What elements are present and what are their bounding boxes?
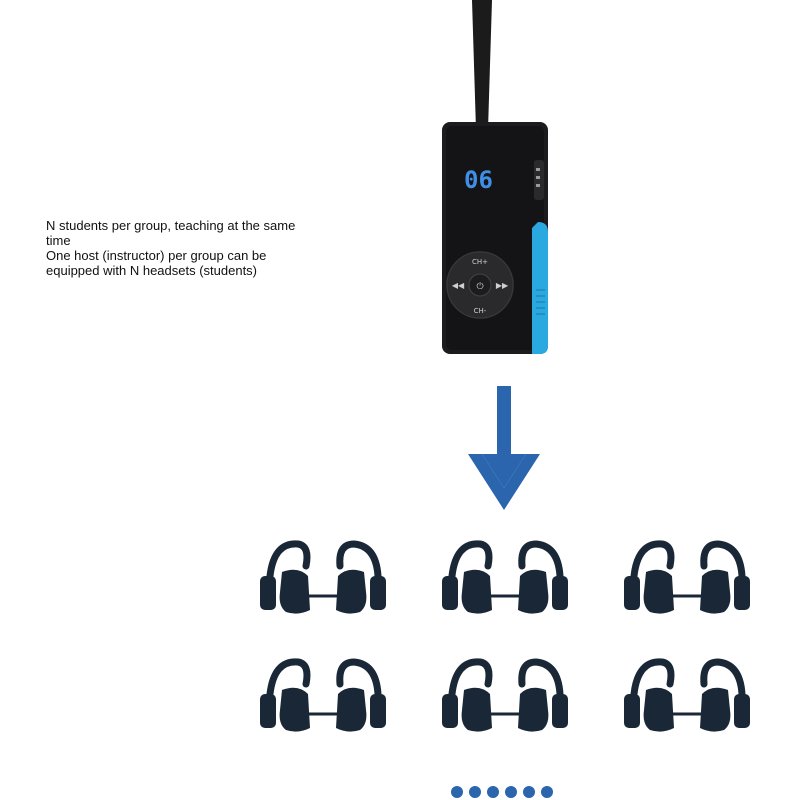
down-arrow [468,386,540,510]
transmitter-device: 06 ⏻ CH+ CH- ◀◀ ▶▶ [442,0,548,354]
power-icon: ⏻ [476,281,483,292]
pager-dot[interactable] [469,786,481,798]
ch-up-label: CH+ [472,258,488,266]
channel-display: 06 [464,166,493,194]
caption-line-1: N students per group, teaching at the sa… [46,218,296,248]
antenna [472,0,492,130]
headset [624,540,750,614]
caption-line-2: One host (instructor) per group can be e… [46,248,267,278]
forward-icon: ▶▶ [496,281,509,290]
ch-down-label: CH- [474,307,487,315]
headset [442,540,568,614]
headset [624,658,750,732]
side-accent [532,222,548,354]
headset [260,540,386,614]
headset [260,658,386,732]
headset [442,658,568,732]
caption: N students per group, teaching at the sa… [46,218,306,278]
pager-dot[interactable] [451,786,463,798]
pager-dot[interactable] [523,786,535,798]
pager-dot[interactable] [505,786,517,798]
side-connector [534,160,544,200]
pager-dots [451,786,553,798]
pager-dot[interactable] [487,786,499,798]
rewind-icon: ◀◀ [452,281,465,290]
pager-dot[interactable] [541,786,553,798]
power-button [468,273,492,297]
